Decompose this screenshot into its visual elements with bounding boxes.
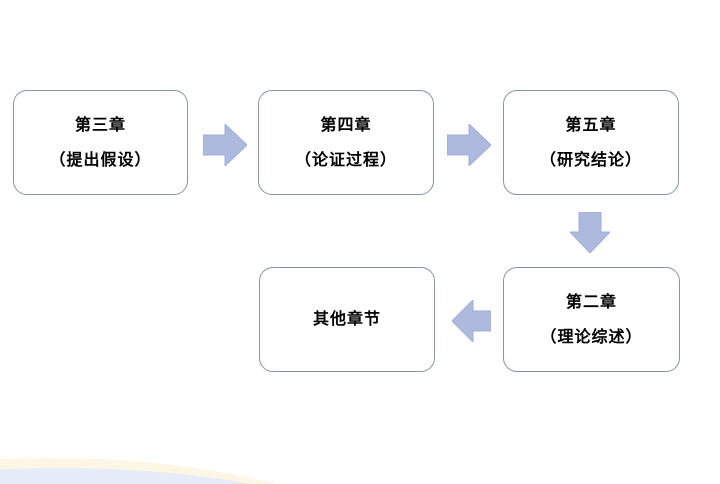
flow-node-chapter5: 第五章 （研究结论） [503, 90, 679, 195]
flow-node-chapter3: 第三章 （提出假设） [13, 90, 188, 195]
flow-node-other-chapters: 其他章节 [259, 267, 435, 372]
arrow-right-icon [203, 124, 247, 166]
node-title: 第三章 [74, 116, 126, 134]
node-title: 第五章 [565, 116, 617, 134]
flow-node-chapter2: 第二章 （理论综述） [503, 267, 680, 372]
node-title: 其他章节 [312, 311, 381, 328]
node-subtitle: （提出假设） [49, 151, 152, 169]
node-title: 第四章 [320, 116, 372, 134]
flow-node-chapter4: 第四章 （论证过程） [258, 90, 434, 195]
arrow-down-icon [570, 212, 610, 253]
node-subtitle: （理论综述） [540, 328, 643, 346]
node-subtitle: （论证过程） [294, 151, 397, 169]
node-subtitle: （研究结论） [539, 151, 642, 169]
arrow-left-icon [452, 300, 491, 342]
arrow-right-icon [447, 124, 491, 166]
node-title: 第二章 [565, 293, 617, 311]
